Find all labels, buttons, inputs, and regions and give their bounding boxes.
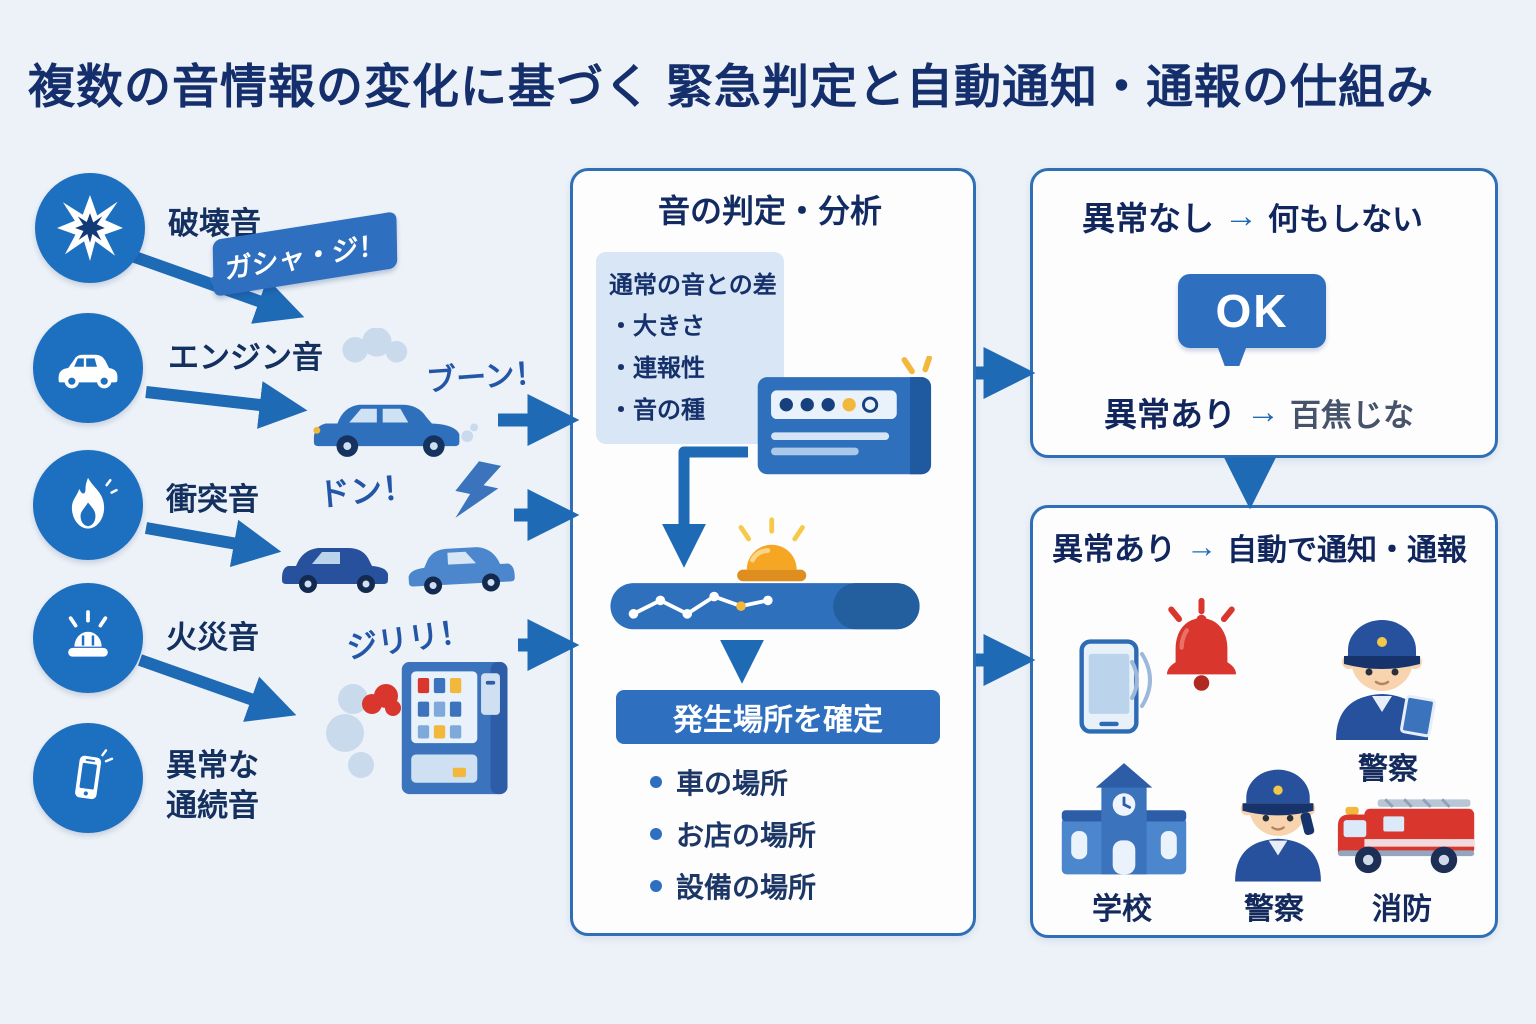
source-circle-fire bbox=[33, 583, 143, 693]
result-normal-label: 異常なし bbox=[1082, 200, 1214, 237]
source-circle-continuous bbox=[33, 723, 143, 833]
explosion-icon bbox=[57, 195, 123, 261]
recipient-label-police-top: 警察 bbox=[1358, 753, 1418, 786]
analysis-panel-title: 音の判定・分析 bbox=[657, 193, 882, 229]
result-abnormal-line: 異常あり → 百焦じな bbox=[1104, 388, 1414, 436]
alarm-bell-icon bbox=[1154, 594, 1249, 702]
siren-lamp-icon bbox=[68, 610, 108, 657]
collision-illustration bbox=[282, 547, 515, 595]
location-item-label: お店の場所 bbox=[676, 820, 817, 851]
ok-sign: OK bbox=[1178, 274, 1326, 348]
sound-analyzer-device bbox=[757, 356, 932, 475]
sound-text-collision: ドン！ bbox=[316, 468, 416, 514]
alarm-puff-icon bbox=[362, 684, 401, 716]
source-circle-collision bbox=[33, 450, 143, 560]
arrow-fire-to-scene bbox=[138, 654, 297, 722]
police-officer-icon bbox=[1322, 580, 1436, 740]
notify-title-action: 自動で通知・通報 bbox=[1227, 533, 1467, 567]
smoke-puff bbox=[348, 752, 374, 778]
police-officer-icon bbox=[1222, 732, 1334, 882]
location-item: 設備の場所 bbox=[650, 866, 816, 906]
arrow-glyph: → bbox=[1246, 392, 1280, 431]
source-label-engine: エンジン音 bbox=[168, 340, 323, 375]
car-icon bbox=[58, 354, 118, 389]
recipient-label-school: 学校 bbox=[1092, 893, 1152, 926]
flame-icon bbox=[71, 477, 118, 529]
result-abnormal-action: 百焦じな bbox=[1290, 397, 1414, 433]
location-item: お店の場所 bbox=[650, 814, 816, 854]
arrow-collision-to-scene bbox=[144, 519, 282, 568]
school-icon bbox=[1058, 748, 1190, 880]
location-banner: 発生場所を確定 bbox=[616, 690, 940, 744]
vending-machine-illustration bbox=[401, 661, 508, 795]
siren-monitor-bar bbox=[610, 517, 920, 630]
result-abnormal-label: 異常あり bbox=[1104, 396, 1236, 433]
ok-sign-tab bbox=[1218, 348, 1246, 366]
smoke-puff bbox=[338, 684, 368, 714]
criteria-item: ・大きさ bbox=[609, 313, 705, 340]
criteria-item: ・連報性 bbox=[609, 355, 705, 382]
source-label-fire: 火災音 bbox=[166, 620, 259, 655]
recipient-label-fire: 消防 bbox=[1372, 893, 1432, 926]
sound-text-engine: ブーン！ bbox=[425, 356, 546, 399]
signal-waves-icon bbox=[1130, 652, 1152, 708]
page-title: 複数の音情報の変化に基づく 緊急判定と自動通知・通報の仕組み bbox=[28, 60, 1435, 113]
arrow-criteria-to-monitor bbox=[662, 446, 748, 568]
source-circle-destruction bbox=[35, 173, 145, 283]
result-normal-action: 何もしない bbox=[1268, 201, 1423, 237]
criteria-item: ・音の種 bbox=[609, 397, 705, 424]
bullet-dot bbox=[650, 828, 662, 840]
location-item-label: 設備の場所 bbox=[676, 872, 817, 903]
recipient-label-police: 警察 bbox=[1244, 893, 1304, 926]
source-label-continuous: 異常な 通続音 bbox=[166, 748, 259, 823]
notify-title-line: 異常あり → 自動で通知・通報 bbox=[1052, 524, 1467, 569]
notify-title-label: 異常あり bbox=[1052, 532, 1176, 567]
engine-car-illustration bbox=[313, 328, 479, 457]
impact-bolt-icon bbox=[455, 461, 502, 518]
location-item-label: 車の場所 bbox=[676, 768, 789, 799]
criteria-box: 通常の音との差 ・大きさ ・連報性 ・音の種 bbox=[596, 252, 784, 444]
phone-icon bbox=[75, 749, 114, 800]
fire-truck-icon bbox=[1336, 784, 1478, 879]
bullet-dot bbox=[650, 880, 662, 892]
bullet-dot bbox=[650, 776, 662, 788]
source-label-collision: 衝突音 bbox=[166, 482, 259, 517]
arrow-glyph: → bbox=[1224, 196, 1258, 235]
source-circle-engine bbox=[33, 313, 143, 423]
result-normal-line: 異常なし → 何もしない bbox=[1082, 192, 1423, 240]
smoke-puff bbox=[326, 714, 364, 752]
criteria-heading: 通常の音との差 bbox=[609, 272, 777, 299]
location-item: 車の場所 bbox=[650, 762, 788, 802]
arrow-engine-to-scene bbox=[145, 381, 308, 429]
arrow-glyph: → bbox=[1186, 528, 1217, 564]
